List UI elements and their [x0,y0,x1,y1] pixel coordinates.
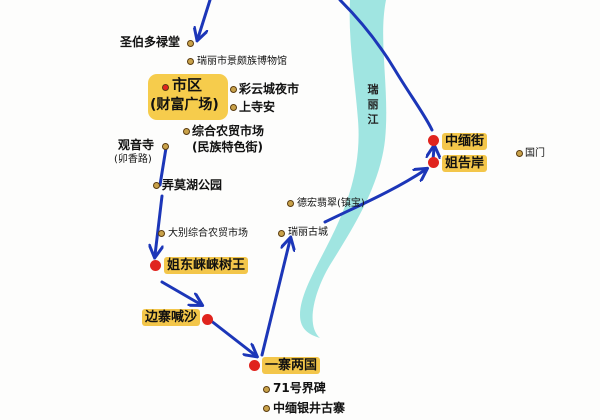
route-to-yizhai [208,318,255,355]
poi-silver-marker[interactable] [263,405,270,412]
stop-jiedong-label: 姐东崃崃树王 [164,257,249,274]
poi-market-marker[interactable] [183,128,190,135]
poi-market-sublabel: (民族特色街) [192,140,263,154]
route-top-right [338,0,434,132]
poi-silver-label: 中缅银井古寨 [273,401,346,415]
poi-guanyin-label: 观音寺 [118,138,155,152]
city-center-subtitle: (财富广场) [150,97,219,113]
poi-museum-label: 瑞丽市景颇族博物馆 [197,56,287,67]
route-guanyin-down [158,146,168,187]
city-center-highlight [148,74,228,120]
stop-bianzhai-label: 边寨喊沙 [142,309,201,326]
poi-nongmo-marker[interactable] [153,182,160,189]
stop-jiedong-marker[interactable] [150,260,161,271]
poi-shengbo-label: 圣伯多禄堂 [120,35,181,49]
poi-shangdong-label: 上寺安 [239,100,276,114]
stop-jiegao-label: 姐告岸 [442,155,488,172]
poi-guomen-marker[interactable] [516,150,523,157]
route-top-arrow [198,0,212,38]
stop-jiegao-marker[interactable] [428,157,439,168]
city-center-title: 市区 [172,76,203,94]
poi-marker71-marker[interactable] [263,386,270,393]
poi-dehong-label: 德宏翡翠(镇宝) [297,198,365,209]
poi-dehong-marker[interactable] [287,200,294,207]
poi-museum-marker[interactable] [187,58,194,65]
stop-yizhai-label: 一寨两国 [262,357,321,374]
stop-zhongmian-marker[interactable] [428,135,439,146]
poi-nongmo-label: 弄莫湖公园 [162,178,223,192]
river-label: 瑞丽江 [367,83,379,126]
poi-caiyun-marker[interactable] [230,86,237,93]
poi-guanyin-sublabel: (卯香路) [114,154,152,165]
route-yizhai-up [260,240,290,357]
poi-guomen-label: 国门 [525,148,545,159]
poi-caiyun-label: 彩云城夜市 [239,82,300,96]
poi-market-label: 综合农贸市场 [192,124,265,138]
route-nongmo-down [155,194,162,255]
poi-dadeng-marker[interactable] [158,230,165,237]
stop-bianzhai-marker[interactable] [202,314,213,325]
river-ruili [300,0,387,338]
route-to-jiegao [323,170,425,224]
route-to-bianzhai [160,280,200,304]
poi-ruili-old-marker[interactable] [278,230,285,237]
stop-yizhai-marker[interactable] [249,360,260,371]
poi-shangdong-marker[interactable] [230,104,237,111]
poi-marker71-label: 71号界碑 [273,381,326,395]
poi-shengbo-marker[interactable] [187,40,194,47]
poi-ruili-old-label: 瑞丽古城 [288,227,328,238]
stop-zhongmian-label: 中缅街 [442,133,488,150]
poi-dadeng-label: 大别综合农贸市场 [168,228,248,239]
city-center-marker[interactable] [162,84,169,91]
poi-guanyin-marker[interactable] [162,143,169,150]
